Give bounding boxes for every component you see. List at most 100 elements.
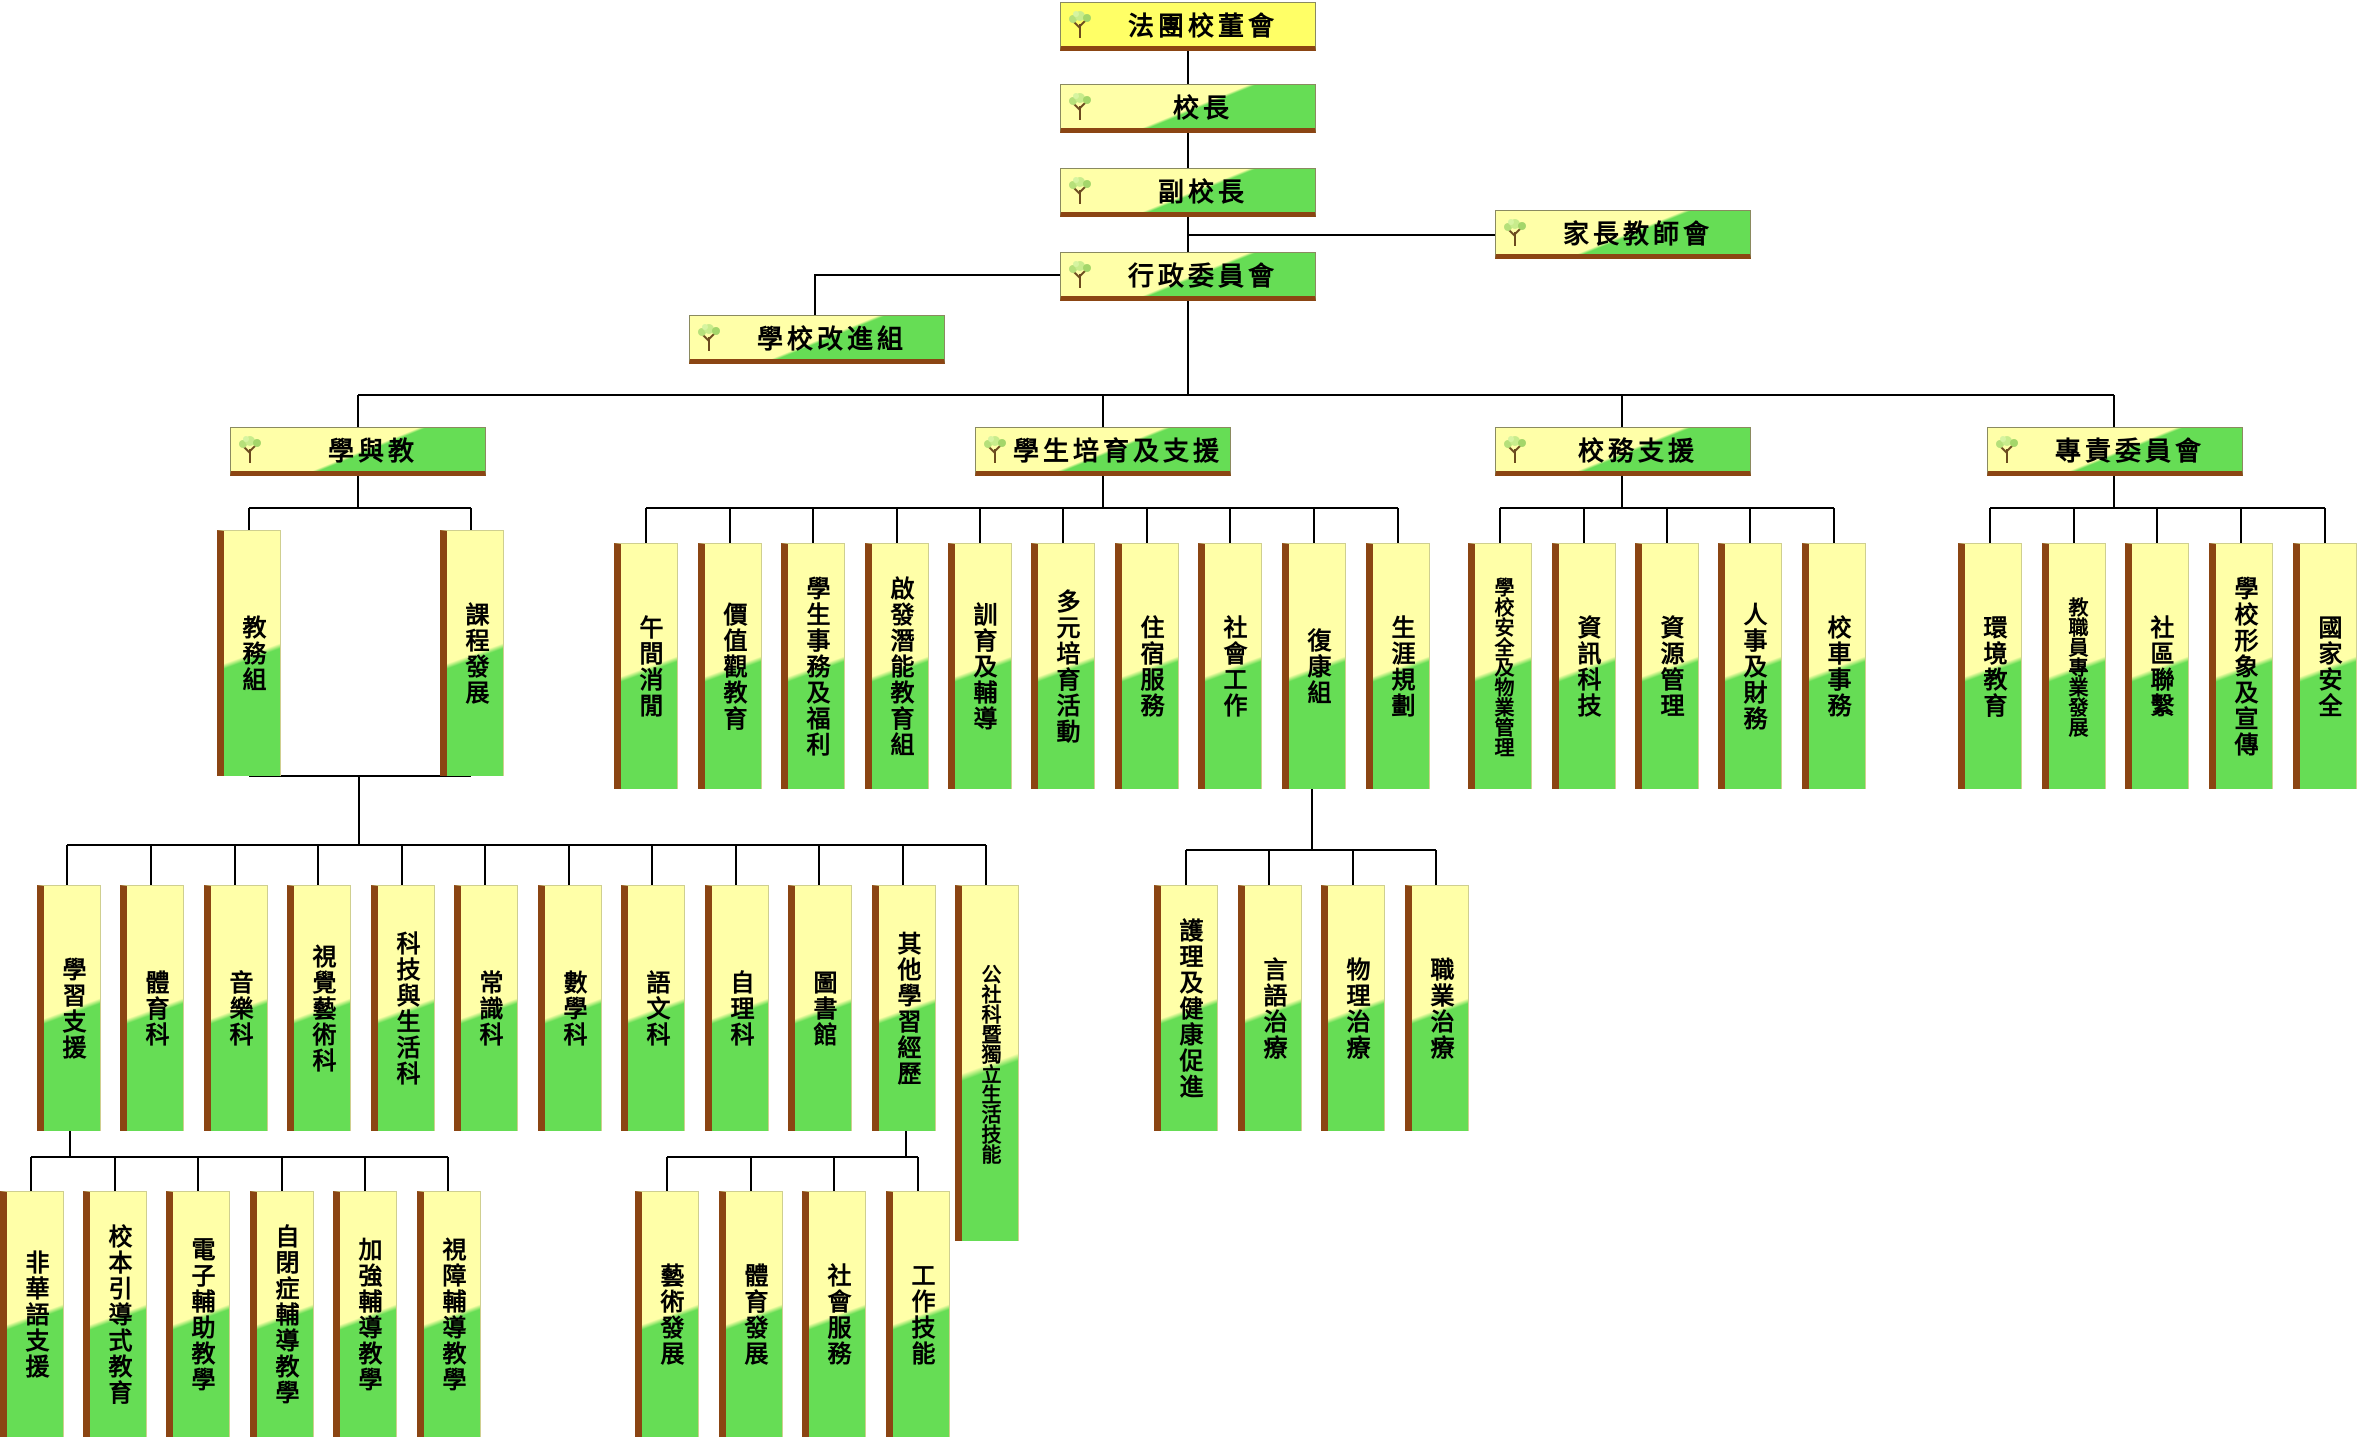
org-node-label: 社會工作 [1219, 614, 1247, 719]
org-node-label: 啟發潛能教育組 [886, 575, 914, 758]
org-node-learning-teaching: 學與教 [230, 427, 486, 476]
tree-icon [1069, 261, 1091, 288]
org-node-label: 校長 [1172, 94, 1233, 124]
org-node-library: 圖書館 [788, 885, 852, 1131]
tree-icon [1504, 436, 1526, 463]
org-node-sports-dev: 體育發展 [719, 1191, 783, 1437]
connector-line [31, 1131, 448, 1158]
org-node-occupational: 職業治療 [1405, 885, 1469, 1131]
org-node-label: 體育科 [141, 969, 169, 1048]
org-node-school-bus: 校車事務 [1802, 543, 1866, 789]
org-node-visual-arts: 視覺藝術科 [287, 885, 351, 1131]
org-node-other-learning: 其他學習經歷 [872, 885, 936, 1131]
org-node-label: 資訊科技 [1573, 614, 1601, 719]
org-node-non-chinese: 非華語支援 [0, 1191, 64, 1437]
org-node-label: 訓育及輔導 [969, 601, 997, 732]
org-node-label: 校務支援 [1577, 437, 1698, 467]
org-node-label: 視障輔導教學 [438, 1236, 466, 1393]
org-node-student-support: 學生培育及支援 [975, 427, 1231, 476]
org-node-admin-committee: 行政委員會 [1060, 252, 1316, 301]
org-node-label: 學習支援 [58, 956, 86, 1061]
tree-icon [1069, 11, 1091, 38]
org-node-label: 資源管理 [1656, 614, 1684, 719]
org-node-special-committees: 專責委員會 [1987, 427, 2243, 476]
connector-line [30, 1157, 449, 1191]
org-node-label: 專責委員會 [2054, 437, 2205, 467]
org-node-label: 國家安全 [2314, 614, 2342, 719]
org-node-label: 復康組 [1303, 627, 1331, 706]
org-node-label: 學校改進組 [756, 325, 907, 355]
org-node-label: 科技與生活科 [392, 930, 420, 1087]
connector-line [357, 395, 2115, 427]
org-node-label: 工作技能 [907, 1262, 935, 1367]
tree-icon [1504, 219, 1526, 246]
org-node-language: 語文科 [621, 885, 685, 1131]
org-node-label: 音樂科 [225, 969, 253, 1048]
connector-line [1499, 508, 1835, 543]
org-node-label: 多元培育活動 [1052, 588, 1080, 745]
org-node-hr-finance: 人事及財務 [1718, 543, 1782, 789]
org-node-social-work: 社會工作 [1198, 543, 1262, 789]
connector-line [1989, 508, 2326, 543]
org-node-e-assisted: 電子輔助教學 [166, 1191, 230, 1437]
org-node-autism: 自閉症輔導教學 [250, 1191, 314, 1437]
org-node-label: 行政委員會 [1127, 262, 1278, 292]
org-node-label: 藝術發展 [656, 1262, 684, 1367]
org-node-nursing: 護理及健康促進 [1154, 885, 1218, 1131]
connector-line [1185, 850, 1437, 885]
org-node-label: 社區聯繫 [2146, 614, 2174, 719]
org-node-label: 教務組 [238, 614, 266, 693]
org-node-boarding: 住宿服務 [1115, 543, 1179, 789]
org-node-label: 學校安全及物業管理 [1491, 576, 1515, 757]
org-node-label: 法團校董會 [1127, 12, 1278, 42]
org-node-learning-support: 學習支援 [37, 885, 101, 1131]
org-node-label: 校車事務 [1823, 614, 1851, 719]
org-node-label: 體育發展 [740, 1262, 768, 1367]
org-node-pe: 體育科 [120, 885, 184, 1131]
org-node-general-studies: 常識科 [454, 885, 518, 1131]
connector-line [248, 476, 472, 530]
org-node-label: 家長教師會 [1562, 220, 1713, 250]
connector-line [248, 760, 472, 845]
org-node-label: 自閉症輔導教學 [271, 1223, 299, 1406]
tree-icon [1996, 436, 2018, 463]
org-node-label: 價值觀教育 [719, 601, 747, 732]
org-node-staff-dev: 教職員專業發展 [2042, 543, 2106, 789]
org-node-label: 教職員專業發展 [2065, 596, 2089, 737]
org-node-label: 其他學習經歷 [893, 930, 921, 1087]
org-node-label: 生涯規劃 [1387, 614, 1415, 719]
connector-line [1500, 476, 1834, 509]
org-node-school-affairs: 校務支援 [1495, 427, 1751, 476]
org-node-potential-edu: 啟發潛能教育組 [865, 543, 929, 789]
org-node-community-service: 社會服務 [802, 1191, 866, 1437]
tree-icon [1069, 177, 1091, 204]
org-node-vice-principal: 副校長 [1060, 168, 1316, 217]
org-node-label: 非華語支援 [21, 1249, 49, 1380]
org-node-speech: 言語治療 [1238, 885, 1302, 1131]
org-node-environment-edu: 環境教育 [1958, 543, 2022, 789]
org-node-label: 圖書館 [809, 969, 837, 1048]
connector-line [1186, 789, 1436, 851]
org-node-resources: 資源管理 [1635, 543, 1699, 789]
org-node-pta: 家長教師會 [1495, 210, 1751, 259]
org-node-civic-independent: 公社科暨獨立生活技能 [955, 885, 1019, 1241]
org-node-school-improvement: 學校改進組 [689, 315, 945, 364]
org-node-label: 視覺藝術科 [308, 943, 336, 1074]
org-node-label: 公社科暨獨立生活技能 [978, 963, 1002, 1164]
org-node-label: 社會服務 [823, 1262, 851, 1367]
org-node-label: 學生事務及福利 [802, 575, 830, 758]
org-node-academic-affairs: 教務組 [217, 530, 281, 776]
org-node-label: 護理及健康促進 [1175, 917, 1203, 1100]
org-node-label: 人事及財務 [1739, 601, 1767, 732]
org-node-board: 法團校董會 [1060, 2, 1316, 51]
org-node-label: 加強輔導教學 [354, 1236, 382, 1393]
org-node-label: 語文科 [642, 969, 670, 1048]
org-node-label: 常識科 [475, 969, 503, 1048]
connector-line [645, 508, 1399, 543]
connector-line [667, 1131, 918, 1158]
org-node-label: 午間消閒 [635, 614, 663, 719]
org-node-career-skills: 工作技能 [886, 1191, 950, 1437]
org-node-diverse-activities: 多元培育活動 [1031, 543, 1095, 789]
